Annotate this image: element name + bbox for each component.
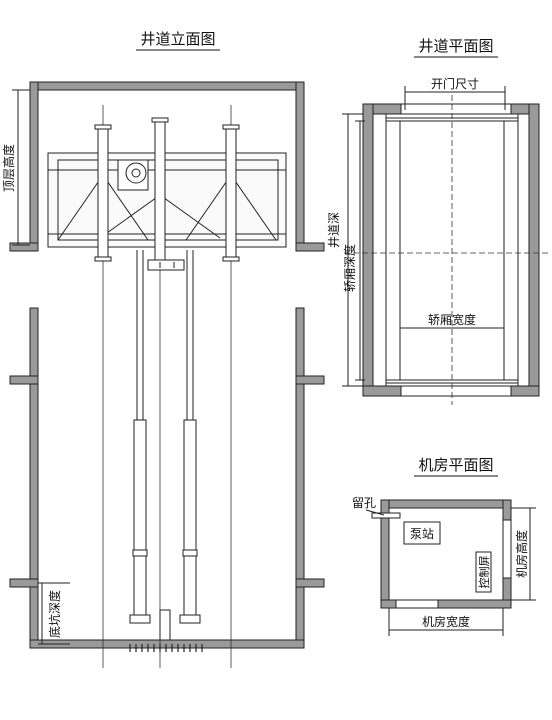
pump-station-label: 泵站 <box>410 527 434 541</box>
shaft-walls <box>9 81 325 649</box>
elevation-title: 井道立面图 <box>140 30 215 48</box>
car-width-label: 轿厢宽度 <box>428 312 476 327</box>
shaft-plan: 开门尺寸 井道深 轿厢深度 轿厢宽度 <box>327 76 548 405</box>
shaft-elevation: 顶层高度 底坑深度 <box>1 81 325 668</box>
top-floor-height-label: 顶层高度 <box>1 144 16 192</box>
car-depth-dimension <box>355 120 365 381</box>
shaft-depth-label: 井道深 <box>327 212 341 248</box>
machine-room-plan-title: 机房平面图 <box>418 456 493 474</box>
control-panel-box <box>475 551 492 593</box>
shaft-plan-title: 井道平面图 <box>418 37 493 55</box>
hydraulic-cylinders <box>129 250 205 641</box>
pump-station-box <box>403 521 441 545</box>
door-opening-label: 开门尺寸 <box>431 76 479 91</box>
door-opening-dimension <box>404 86 506 110</box>
control-panel-label: 控制屏 <box>477 556 491 589</box>
center-lines <box>344 95 548 405</box>
room-height-label: 机房高度 <box>514 530 529 578</box>
car-outline <box>385 121 519 380</box>
shaft-depth-dimension <box>342 113 363 387</box>
sheave <box>117 159 149 191</box>
pit-buffers <box>129 644 203 652</box>
reserved-hole-label: 留孔 <box>352 496 376 510</box>
pit-depth-dimension <box>38 582 70 645</box>
shaft-plan-walls <box>362 103 540 397</box>
pit-depth-label: 底坑深度 <box>47 590 62 638</box>
plunger-head <box>147 259 185 271</box>
room-height-dimension <box>511 507 536 601</box>
titles: 井道立面图 井道平面图 机房平面图 <box>136 30 498 477</box>
room-width-dimension <box>388 608 504 636</box>
room-width-label: 机房宽度 <box>422 614 470 629</box>
car-frame <box>47 152 287 248</box>
machine-room-openings <box>371 512 512 609</box>
machine-room-plan: 泵站 控制屏 留孔 机房高度 机房宽度 <box>352 496 536 636</box>
top-floor-height-dimension <box>12 89 30 246</box>
car-depth-label: 轿厢深度 <box>342 244 357 292</box>
